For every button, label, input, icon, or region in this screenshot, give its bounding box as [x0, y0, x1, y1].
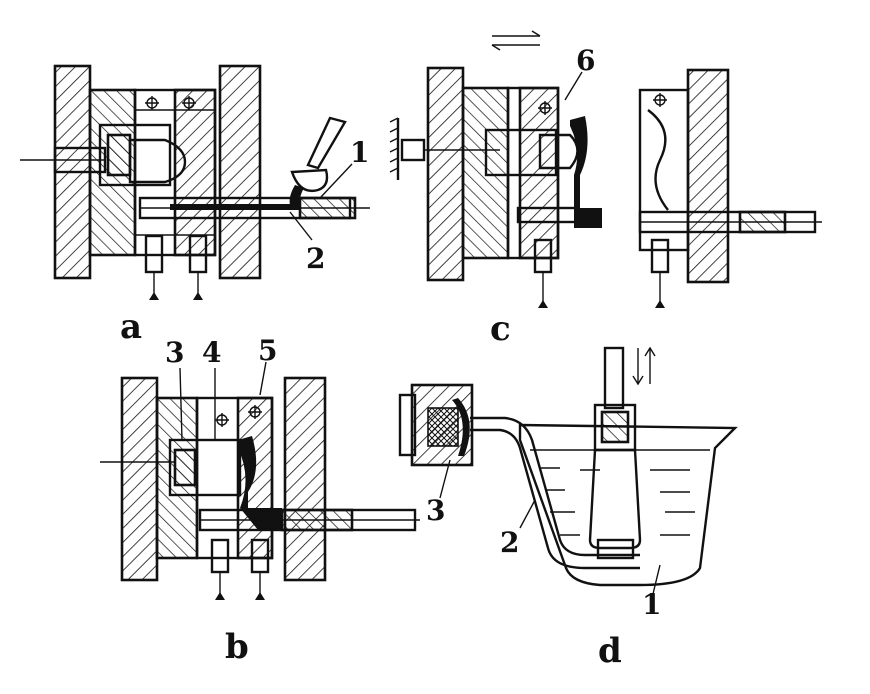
callout-a-1: 1	[350, 136, 369, 169]
panel-d: 3 2 1 d	[398, 346, 738, 671]
callout-c-6: 6	[576, 44, 595, 77]
panel-c: 6 c	[389, 30, 822, 349]
callout-b-3: 3	[165, 336, 184, 369]
panel-label-d: d	[598, 631, 622, 671]
callout-d-3: 3	[426, 494, 445, 527]
panel-b: 3 4 5 b	[100, 334, 420, 667]
callout-a-2: 2	[306, 242, 325, 275]
callout-d-1: 1	[642, 588, 661, 621]
panel-label-b: b	[225, 627, 249, 667]
panel-label-a: a	[120, 307, 142, 347]
panel-label-c: c	[490, 309, 511, 349]
callout-b-4: 4	[202, 336, 221, 369]
double-arrow-vertical-icon	[632, 346, 656, 386]
callout-d-2: 2	[500, 526, 519, 559]
panel-a: 1 2 a	[20, 64, 370, 347]
callout-b-5: 5	[258, 334, 277, 367]
double-arrow-horizontal-icon	[491, 30, 541, 51]
